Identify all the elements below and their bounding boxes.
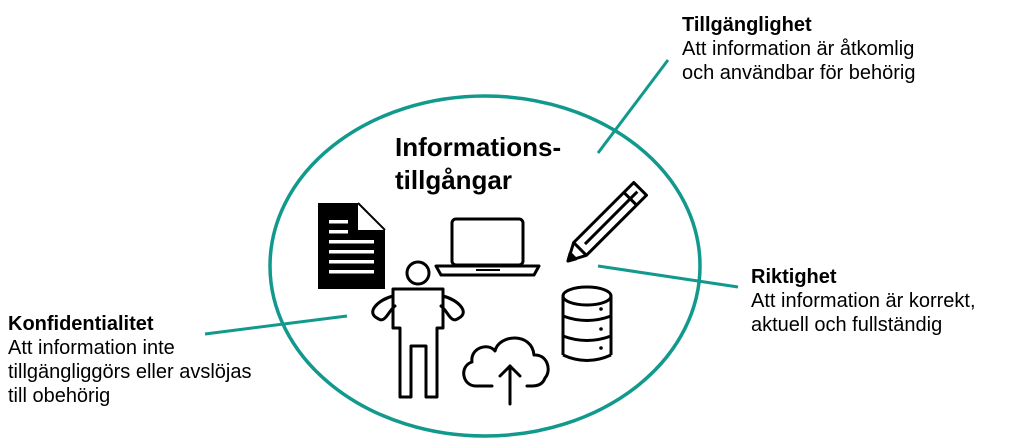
confidentiality-desc-line: Att information inte bbox=[8, 337, 175, 359]
confidentiality-connector bbox=[204, 314, 348, 336]
pencil-icon bbox=[566, 181, 648, 263]
center-title-line2: tillgångar bbox=[395, 165, 513, 195]
center-title-line1: Informations- bbox=[395, 132, 562, 162]
confidentiality-desc-line: tillgängliggörs eller avslöjas bbox=[8, 361, 252, 383]
integrity-connector bbox=[597, 264, 739, 289]
center-title: Informations- tillgångar bbox=[395, 131, 561, 197]
integrity-desc-line: Att information är korrekt, bbox=[751, 290, 976, 312]
availability-desc-line: Att information är åtkomlig bbox=[682, 38, 915, 60]
confidentiality-label: Konfidentialitet Att information inte ti… bbox=[8, 312, 251, 408]
laptop-icon bbox=[434, 217, 541, 277]
cloud-upload-icon bbox=[462, 336, 550, 406]
integrity-label: Riktighet Att information är korrekt, ak… bbox=[751, 265, 976, 337]
assets-circle bbox=[268, 94, 702, 438]
availability-desc-line: och användbar för behörig bbox=[682, 62, 916, 84]
availability-title: Tillgänglighet bbox=[682, 14, 812, 36]
availability-connector bbox=[596, 59, 670, 154]
integrity-desc-line: aktuell och fullständig bbox=[751, 314, 943, 336]
database-icon bbox=[561, 285, 613, 362]
availability-label: Tillgänglighet Att information är åtkoml… bbox=[682, 13, 916, 85]
confidentiality-title: Konfidentialitet bbox=[8, 313, 154, 335]
integrity-title: Riktighet bbox=[751, 266, 837, 288]
document-icon bbox=[318, 202, 386, 289]
confidentiality-desc-line: till obehörig bbox=[8, 385, 111, 407]
person-icon bbox=[371, 260, 465, 399]
